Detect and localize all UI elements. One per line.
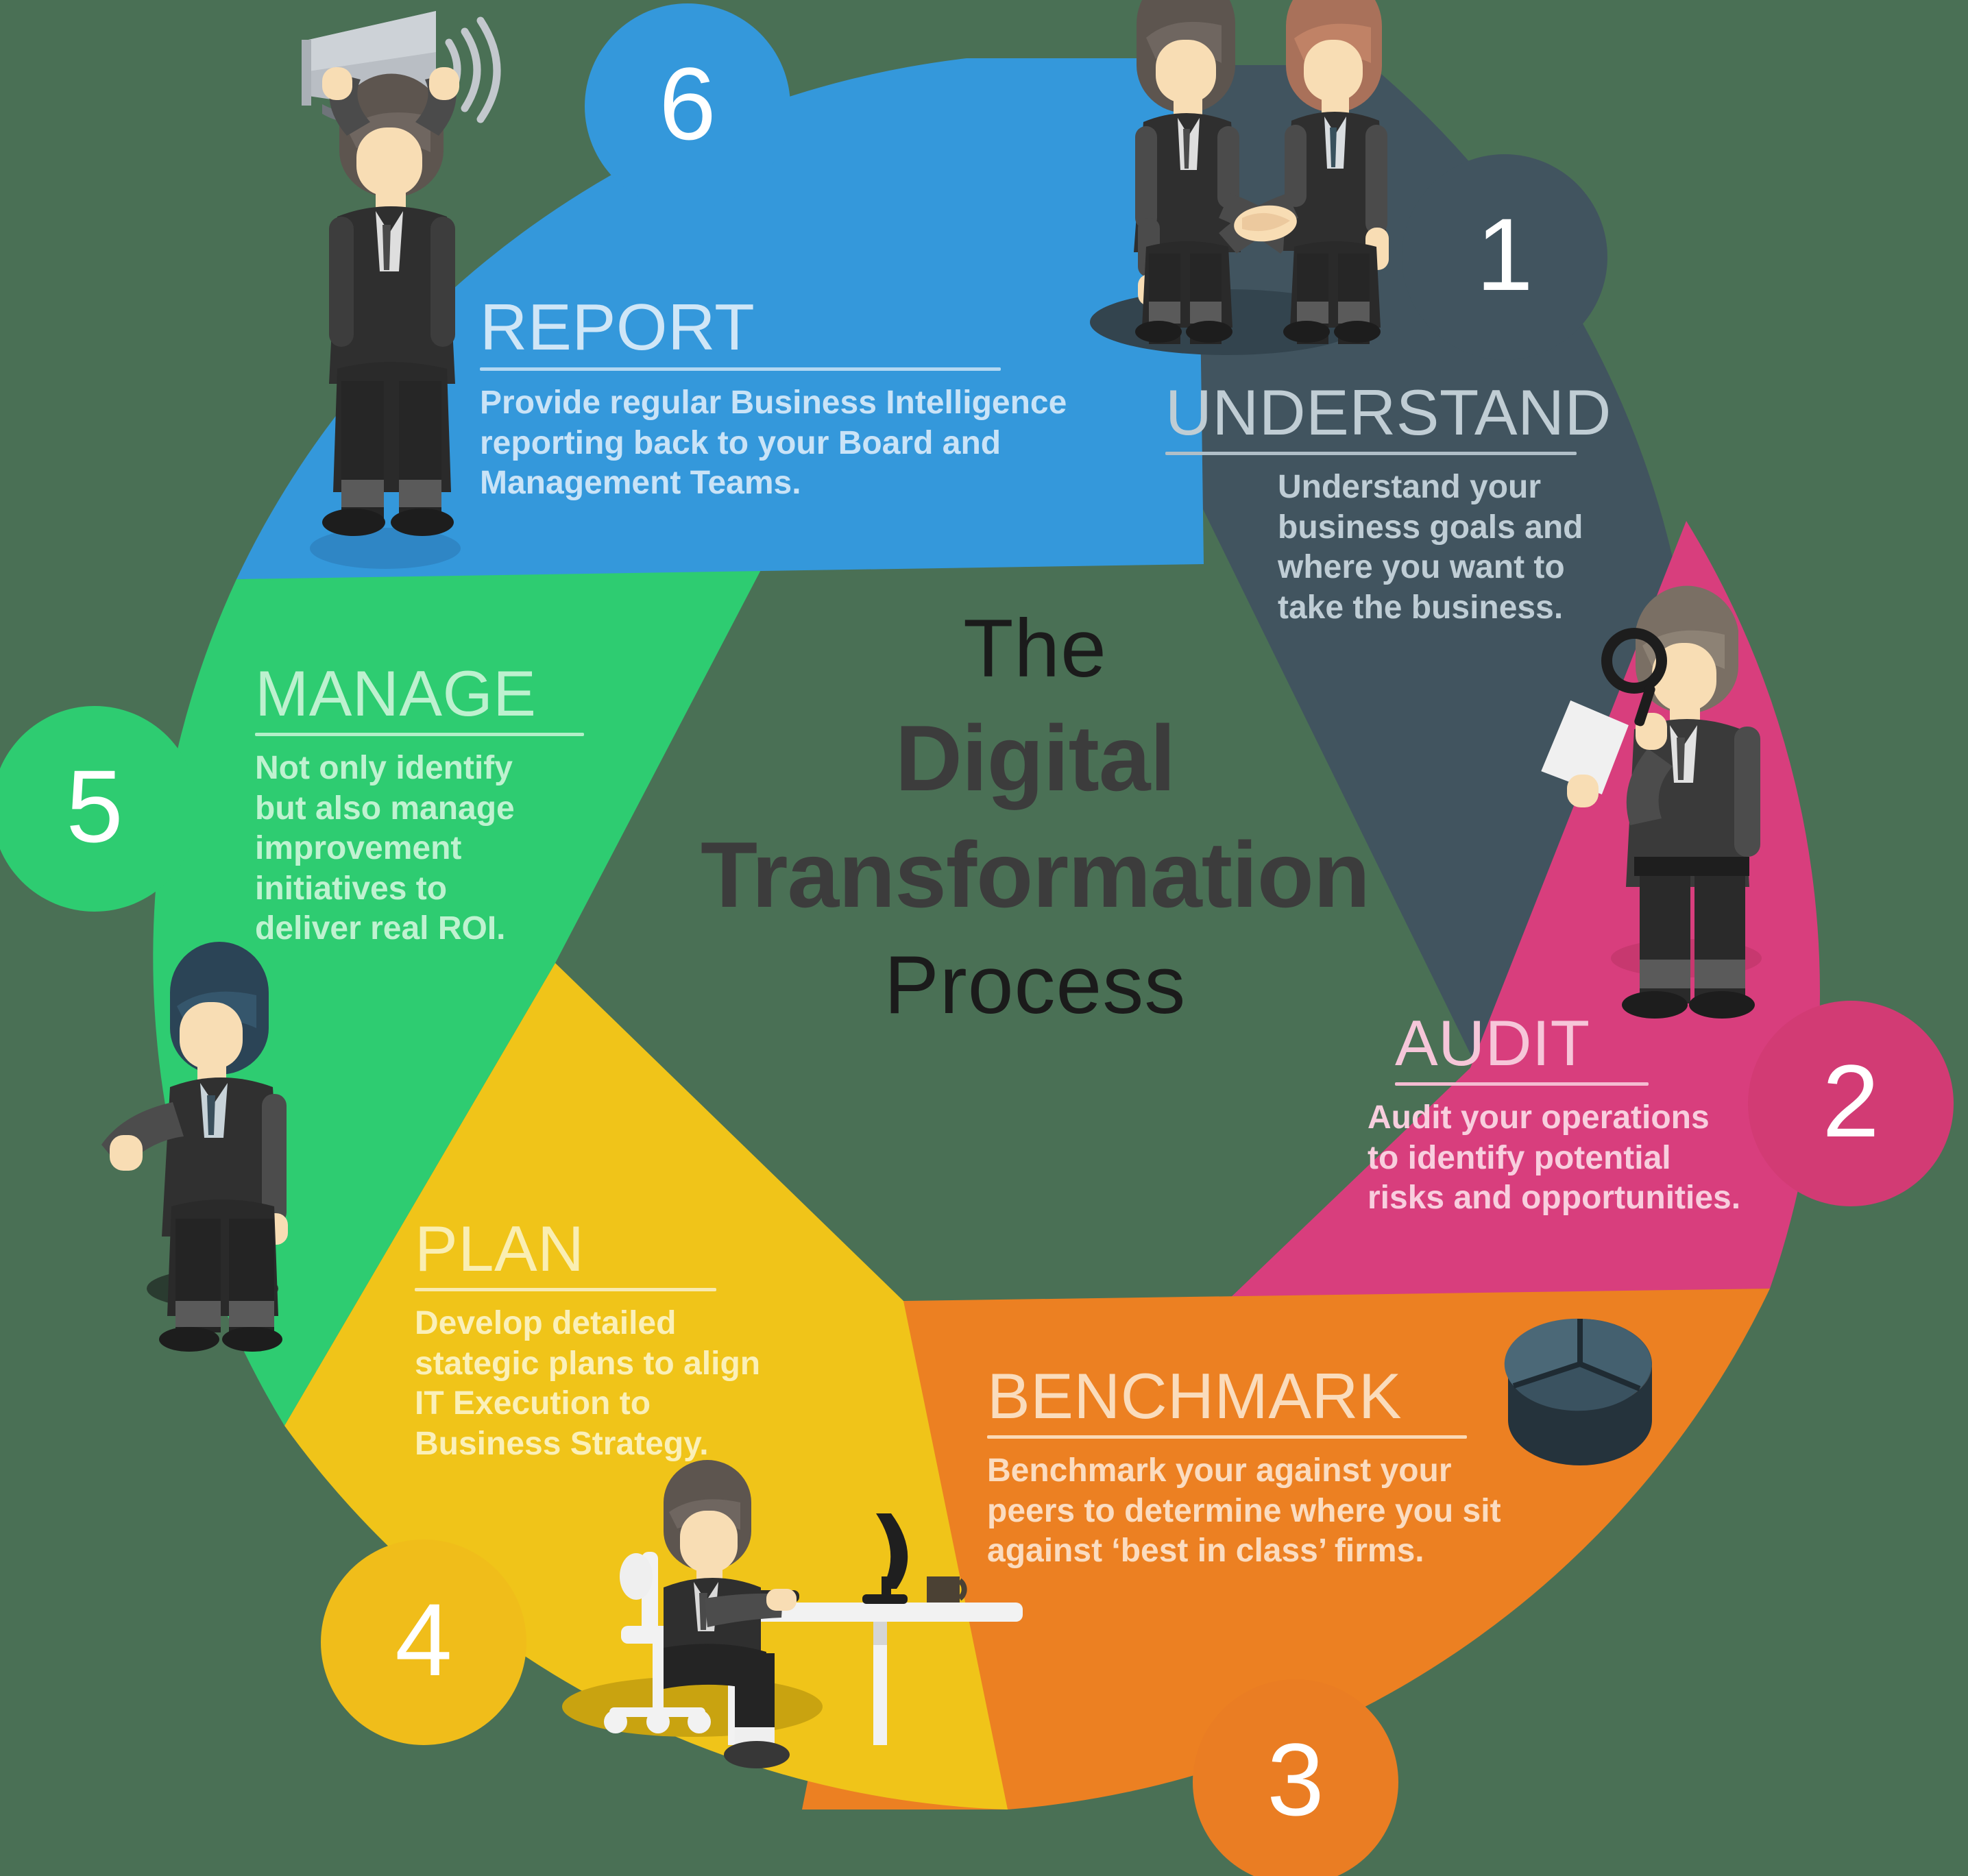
pie-chart-icon — [1504, 1318, 1652, 1465]
badge-1-number: 1 — [1476, 197, 1533, 312]
badge-3[interactable]: 3 — [1193, 1679, 1398, 1876]
segment-manage[interactable] — [153, 563, 764, 1426]
magnifier-person-illustration — [1541, 585, 1762, 1019]
megaphone-person-illustration — [302, 11, 501, 569]
badge-3-number: 3 — [1267, 1722, 1324, 1837]
badge-6[interactable]: 6 — [585, 3, 790, 209]
badge-4[interactable]: 4 — [321, 1539, 526, 1745]
standing-person-illustration — [101, 942, 288, 1352]
badge-5[interactable]: 5 — [0, 706, 197, 912]
badge-6-number: 6 — [659, 46, 716, 161]
badge-1[interactable]: 1 — [1402, 154, 1607, 360]
badge-4-number: 4 — [395, 1582, 452, 1697]
badge-5-number: 5 — [66, 748, 123, 864]
segment-report[interactable] — [236, 58, 1204, 579]
badge-2-number: 2 — [1822, 1043, 1880, 1158]
desk-worker-illustration — [562, 1460, 1023, 1768]
handshake-illustration — [1090, 0, 1389, 355]
badge-2[interactable]: 2 — [1748, 1001, 1954, 1206]
